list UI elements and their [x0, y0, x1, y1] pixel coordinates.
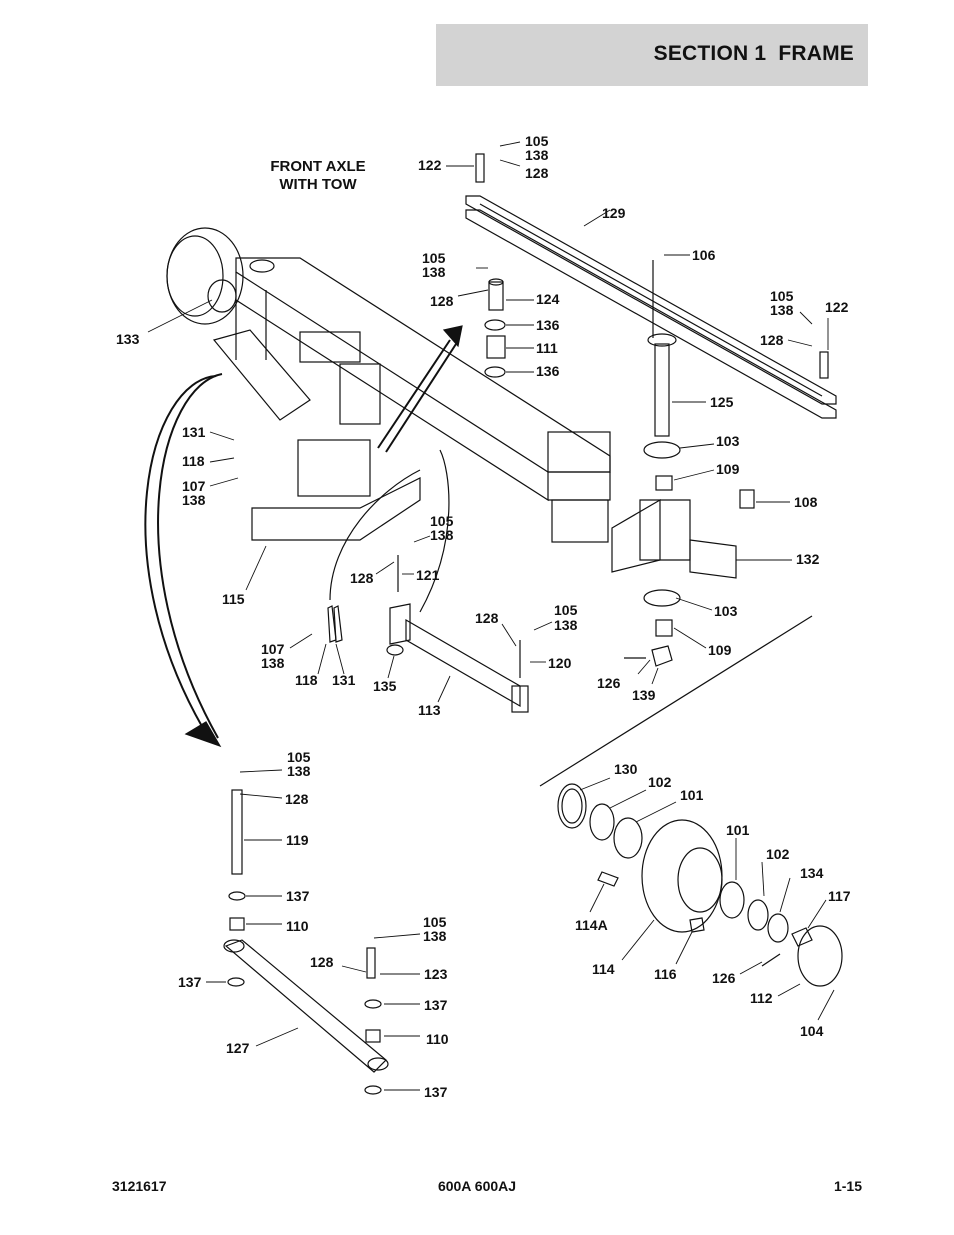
callout: 118	[295, 672, 318, 688]
callout: 137	[178, 974, 202, 990]
callout: 138	[422, 264, 446, 280]
callout: 110	[426, 1031, 449, 1047]
callout: 105	[554, 602, 578, 618]
callout: 131	[182, 424, 206, 440]
callout: 117	[828, 888, 851, 904]
callout: 122	[825, 299, 849, 315]
callout: 138	[287, 763, 311, 779]
callout: 128	[285, 791, 309, 807]
callout: 138	[430, 527, 454, 543]
callout: 114	[592, 961, 615, 977]
caption-line-1: FRONT AXLE	[270, 158, 366, 175]
callout: 106	[692, 247, 716, 263]
callout: 139	[632, 687, 656, 703]
callout: 126	[597, 675, 621, 691]
pin-stack-top	[484, 278, 506, 378]
callout: 123	[424, 966, 448, 982]
callout: 105	[770, 288, 794, 304]
tow-bar-part	[465, 153, 837, 419]
callout: 129	[602, 205, 626, 221]
callout: 138	[554, 617, 578, 633]
callout: 133	[116, 331, 140, 347]
callout: 131	[332, 672, 356, 688]
callout: 102	[648, 774, 672, 790]
callout: 127	[226, 1040, 250, 1056]
callout: 136	[536, 363, 560, 379]
callout: 102	[766, 846, 790, 862]
callout: 111	[536, 340, 558, 356]
assembly-arrow	[144, 325, 463, 748]
diagram-caption: FRONT AXLE WITH TOW	[258, 158, 378, 194]
callout: 122	[418, 157, 442, 173]
callout: 115	[222, 591, 245, 607]
callout: 134	[800, 865, 824, 881]
callout: 135	[373, 678, 397, 694]
callout: 104	[800, 1023, 824, 1039]
callout: 105	[525, 133, 549, 149]
callout: 101	[680, 787, 704, 803]
callout: 116	[654, 966, 677, 982]
callout: 103	[716, 433, 740, 449]
callout: 105	[423, 914, 447, 930]
callout-labels: 105 138 122 128 129 106 105 138 128 124 …	[116, 133, 851, 1100]
front-hub-part	[166, 227, 275, 325]
caption-line-2: WITH TOW	[279, 176, 357, 193]
callout: 120	[548, 655, 572, 671]
callout: 124	[536, 291, 560, 307]
page-number: 1-15	[833, 1178, 862, 1194]
callout: 125	[710, 394, 734, 410]
callout: 108	[794, 494, 818, 510]
section-title: SECTION 1 FRAME	[653, 42, 854, 65]
callout: 128	[760, 332, 784, 348]
callout: 130	[614, 761, 638, 777]
callout: 109	[708, 642, 732, 658]
tie-rod-part	[327, 449, 529, 713]
callout: 138	[261, 655, 285, 671]
callout: 128	[475, 610, 499, 626]
callout: 109	[716, 461, 740, 477]
callout: 126	[712, 970, 736, 986]
callout: 105	[430, 513, 454, 529]
callout: 107	[182, 478, 206, 494]
callout: 103	[714, 603, 738, 619]
callout: 121	[416, 567, 440, 583]
callout: 137	[286, 888, 310, 904]
callout: 101	[726, 822, 750, 838]
callout: 138	[525, 147, 549, 163]
document-number: 3121617	[112, 1178, 167, 1194]
leader-lines	[147, 141, 835, 1091]
callout: 138	[423, 928, 447, 944]
callout: 118	[182, 453, 205, 469]
callout: 113	[418, 702, 441, 718]
kingpin-assembly	[611, 260, 755, 667]
section-header: SECTION 1 FRAME	[436, 24, 868, 86]
callout: 132	[796, 551, 820, 567]
callout: 110	[286, 918, 309, 934]
callout: 128	[350, 570, 374, 586]
callout: 137	[424, 1084, 448, 1100]
wheel-hub-assembly	[539, 615, 843, 987]
axle-frame-part	[212, 257, 611, 543]
callout: 128	[525, 165, 549, 181]
callout: 138	[182, 492, 206, 508]
steering-arm-assembly	[223, 789, 389, 1095]
callout: 105	[287, 749, 311, 765]
callout: 136	[536, 317, 560, 333]
callout: 112	[750, 990, 773, 1006]
callout: 137	[424, 997, 448, 1013]
callout: 138	[770, 302, 794, 318]
callout: 105	[422, 250, 446, 266]
callout: 107	[261, 641, 285, 657]
callout: 119	[286, 832, 309, 848]
model-name: 600A 600AJ	[437, 1178, 517, 1194]
callout: 128	[430, 293, 454, 309]
callout: 114A	[575, 917, 608, 933]
callout: 128	[310, 954, 334, 970]
